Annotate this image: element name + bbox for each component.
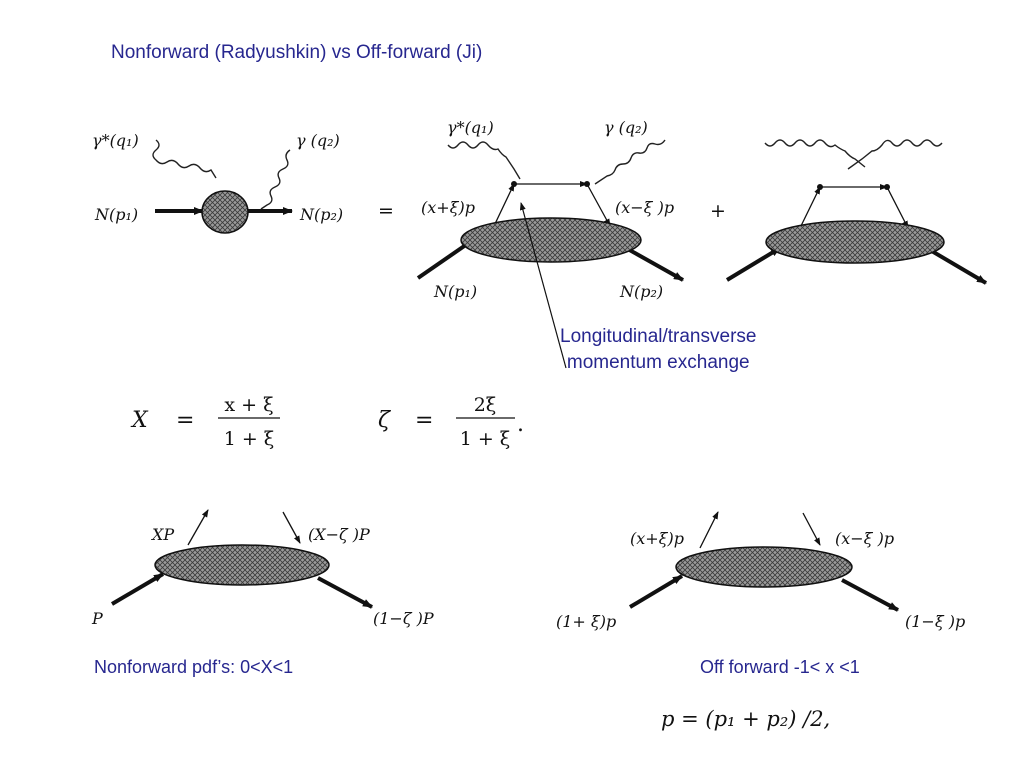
nucleon-in-line bbox=[110, 572, 165, 606]
diagram-compton-blob: γ*(q₁) γ (q₂) N(p₁) N(p₂) bbox=[92, 131, 343, 234]
page-title: Nonforward (Radyushkin) vs Off-forward (… bbox=[111, 42, 483, 63]
equation-X: X = x + ξ 1 + ξ bbox=[130, 394, 280, 450]
svg-text:ζ: ζ bbox=[378, 408, 392, 433]
nucleon-out-line bbox=[841, 578, 899, 612]
diagram-handbag-direct: γ*(q₁) γ (q₂) (x+ξ)p (x−ξ )p N(p₁) N(p₂) bbox=[416, 118, 684, 301]
photon-out-label: γ (q₂) bbox=[296, 131, 340, 150]
svg-text:1 + ξ: 1 + ξ bbox=[224, 428, 275, 450]
parton-in-right bbox=[282, 511, 301, 544]
svg-text:(x+ξ)p: (x+ξ)p bbox=[630, 529, 684, 548]
svg-text:XP: XP bbox=[150, 525, 174, 544]
photon-out-label: γ (q₂) bbox=[604, 118, 648, 137]
svg-text:(x−ξ )p: (x−ξ )p bbox=[835, 529, 894, 548]
quark-out-label: (x−ξ )p bbox=[615, 198, 674, 217]
nucleon-out-label: N(p₂) bbox=[619, 282, 663, 301]
svg-text:=: = bbox=[176, 408, 194, 433]
nucleon-in-label: N(p₁) bbox=[94, 205, 138, 224]
caption-offforward: Off forward -1< x <1 bbox=[700, 657, 860, 677]
momentum-exchange-annotation: Longitudinal/transverse momentum exchang… bbox=[560, 324, 756, 376]
svg-text:x + ξ: x + ξ bbox=[224, 394, 273, 416]
hadron-blob bbox=[154, 544, 330, 586]
nucleon-in-line bbox=[628, 574, 684, 609]
annotation-line-2: momentum exchange bbox=[566, 352, 750, 373]
svg-text:(1+ ξ)p: (1+ ξ)p bbox=[556, 612, 616, 631]
nucleon-out-line bbox=[928, 248, 988, 285]
photon-out-line bbox=[260, 149, 291, 210]
photon-in-line bbox=[152, 139, 217, 179]
hadron-blob bbox=[201, 190, 249, 234]
nucleon-in-line bbox=[725, 246, 782, 282]
plus-sign: + bbox=[710, 200, 726, 222]
diagram-handbag-crossed bbox=[725, 139, 988, 285]
quark-out-line bbox=[886, 186, 909, 229]
photon-in-label: γ*(q₁) bbox=[447, 118, 494, 137]
nucleon-out-label: N(p₂) bbox=[299, 205, 343, 224]
hadron-blob bbox=[675, 546, 853, 588]
caption-nonforward: Nonforward pdf’s: 0<X<1 bbox=[94, 657, 294, 677]
svg-text:P: P bbox=[91, 609, 103, 628]
parton-in-right bbox=[802, 512, 821, 546]
diagram-offforward: (x+ξ)p (x−ξ )p (1+ ξ)p (1−ξ )p bbox=[556, 511, 965, 631]
annotation-pointer bbox=[519, 202, 567, 369]
diagram-nonforward: XP (X−ζ )P P (1−ζ )P bbox=[91, 509, 434, 628]
quark-in-line bbox=[493, 183, 515, 227]
nucleon-in-label: N(p₁) bbox=[433, 282, 477, 301]
equals-sign: = bbox=[378, 200, 394, 222]
quark-out-line bbox=[586, 183, 611, 227]
quark-in-label: (x+ξ)p bbox=[421, 198, 475, 217]
hadron-blob bbox=[460, 217, 642, 263]
parton-out-left bbox=[699, 511, 719, 549]
parton-out-left bbox=[187, 509, 209, 546]
svg-text:1 + ξ: 1 + ξ bbox=[460, 428, 511, 450]
svg-text:.: . bbox=[517, 412, 524, 437]
photon-in-line bbox=[764, 139, 866, 168]
svg-text:2ξ: 2ξ bbox=[474, 394, 497, 416]
svg-text:(1−ζ )P: (1−ζ )P bbox=[373, 609, 434, 628]
equation-zeta: ζ = 2ξ 1 + ξ . bbox=[378, 394, 524, 450]
hadron-blob bbox=[765, 220, 945, 264]
quark-in-line bbox=[799, 186, 821, 229]
svg-text:(X−ζ )P: (X−ζ )P bbox=[308, 525, 370, 544]
photon-in-label: γ*(q₁) bbox=[92, 131, 139, 150]
svg-text:=: = bbox=[415, 408, 433, 433]
equation-p: p = (p₁ + p₂) /2, bbox=[661, 707, 830, 731]
svg-text:X: X bbox=[130, 408, 149, 433]
photon-out-line bbox=[847, 139, 943, 170]
annotation-line-1: Longitudinal/transverse bbox=[560, 326, 757, 347]
svg-text:(1−ξ )p: (1−ξ )p bbox=[905, 612, 965, 631]
photon-in-line bbox=[447, 141, 521, 180]
nucleon-out-line bbox=[625, 246, 684, 282]
photon-out-line bbox=[594, 139, 666, 185]
nucleon-out-line bbox=[317, 576, 373, 609]
